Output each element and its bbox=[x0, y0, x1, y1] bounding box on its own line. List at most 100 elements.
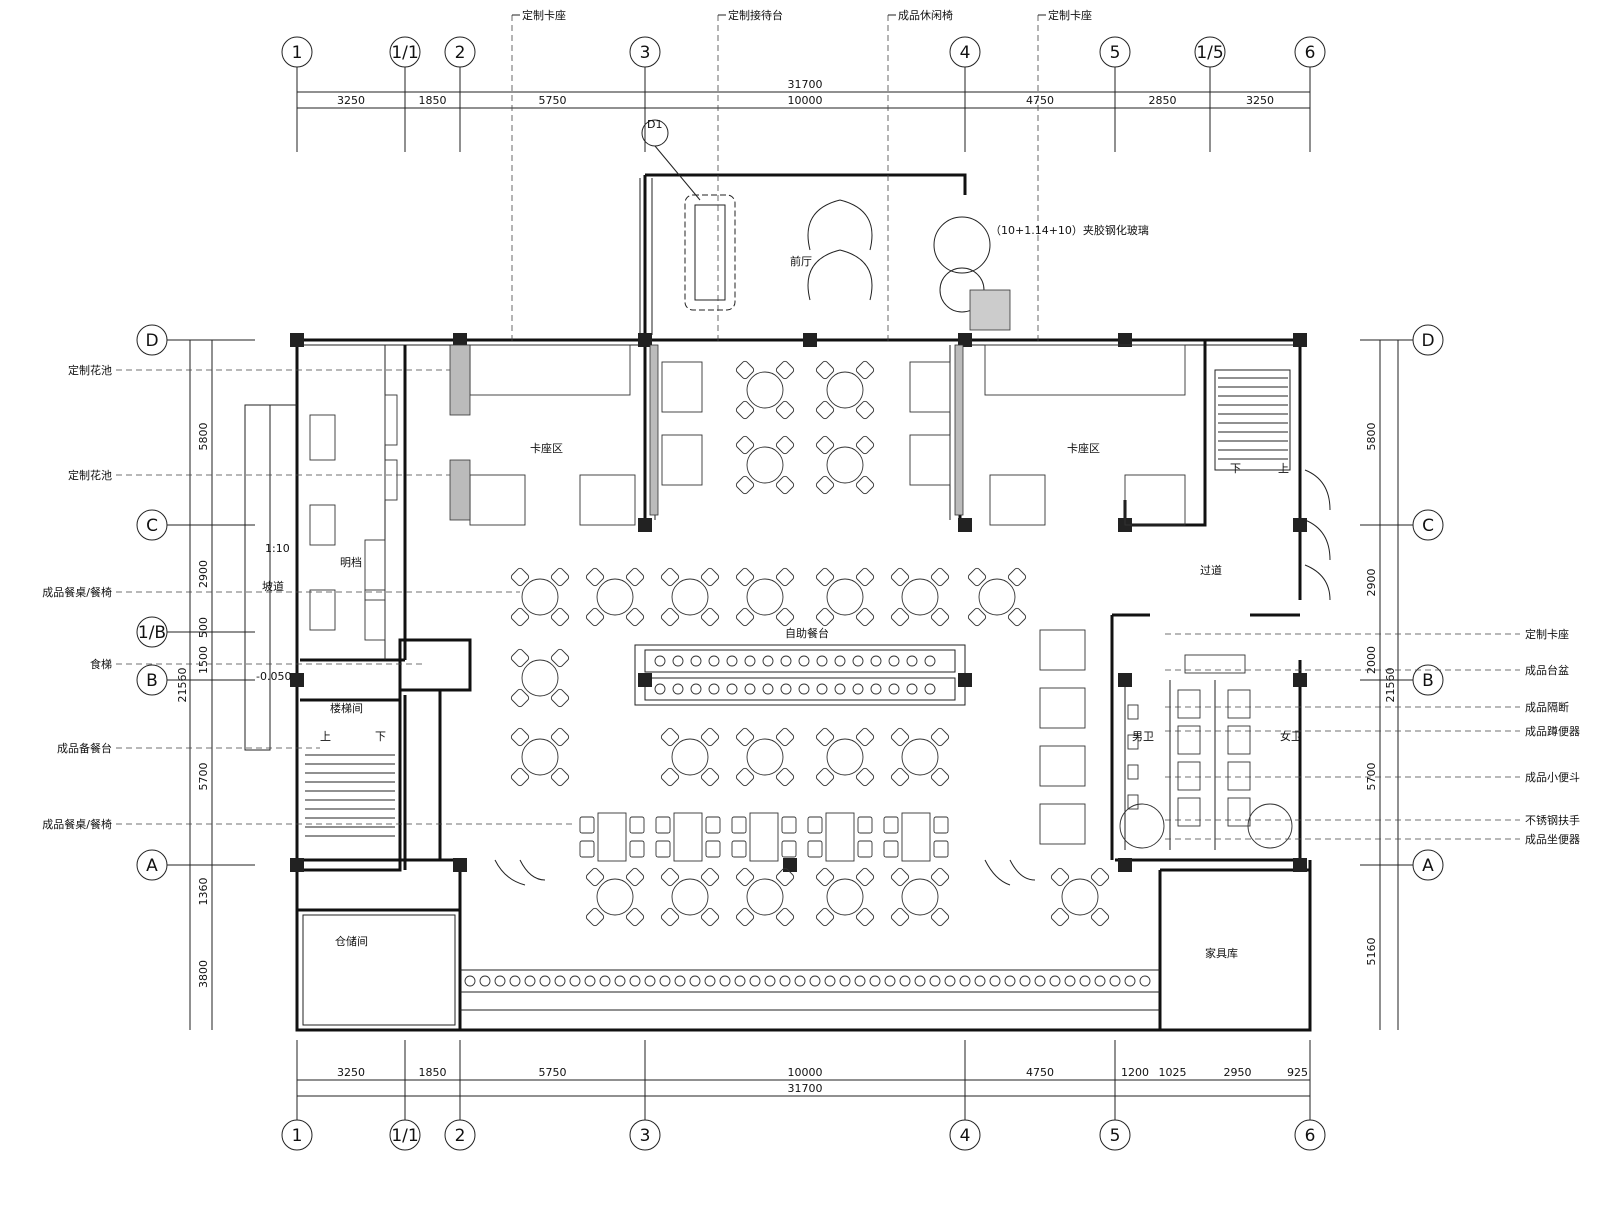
chair bbox=[815, 360, 835, 380]
dim-right-segment: 2900 bbox=[1365, 569, 1378, 597]
chair bbox=[625, 867, 645, 887]
chair bbox=[855, 435, 875, 455]
buffet-dish bbox=[744, 655, 756, 667]
chair bbox=[629, 840, 645, 858]
round-table bbox=[746, 446, 784, 484]
chair bbox=[735, 567, 755, 587]
chair bbox=[625, 907, 645, 927]
grid-label-bottom: 3 bbox=[640, 1126, 651, 1146]
chair bbox=[550, 688, 570, 708]
planter-shrub bbox=[824, 975, 836, 987]
buffet-dish bbox=[888, 655, 900, 667]
chair bbox=[550, 567, 570, 587]
planter-shrub bbox=[689, 975, 701, 987]
buffet-dish bbox=[906, 655, 918, 667]
buffet-dish bbox=[690, 683, 702, 695]
chair bbox=[700, 567, 720, 587]
chair bbox=[585, 907, 605, 927]
squat-toilet bbox=[1177, 797, 1201, 827]
planter-shrub bbox=[719, 975, 731, 987]
squat-toilet bbox=[1177, 689, 1201, 719]
booth-seat bbox=[1039, 629, 1086, 671]
planter-shrub bbox=[524, 975, 536, 987]
planter-shrub bbox=[944, 975, 956, 987]
planter-shrub bbox=[914, 975, 926, 987]
dining-table bbox=[825, 812, 855, 862]
dining-table bbox=[909, 361, 951, 413]
buffet-dish bbox=[726, 683, 738, 695]
planter-shrub bbox=[569, 975, 581, 987]
planter-shrub bbox=[479, 975, 491, 987]
chair bbox=[775, 727, 795, 747]
buffet-dish bbox=[708, 655, 720, 667]
round-table bbox=[746, 578, 784, 616]
accessible-toilet bbox=[1119, 803, 1165, 849]
chair bbox=[510, 607, 530, 627]
dim-left-segment: 2900 bbox=[197, 560, 210, 588]
chair bbox=[815, 607, 835, 627]
chair bbox=[855, 360, 875, 380]
chair bbox=[855, 400, 875, 420]
round-table bbox=[671, 738, 709, 776]
chair bbox=[815, 767, 835, 787]
chair bbox=[855, 475, 875, 495]
chair bbox=[700, 727, 720, 747]
planter-shrub bbox=[869, 975, 881, 987]
dim-bottom-segment: 5750 bbox=[539, 1066, 567, 1079]
callout-left: 成品餐桌/餐椅 bbox=[42, 585, 112, 599]
chair bbox=[700, 867, 720, 887]
squat-toilet bbox=[1227, 797, 1251, 827]
callout-left: 成品餐桌/餐椅 bbox=[42, 817, 112, 831]
chair bbox=[883, 816, 899, 834]
planter bbox=[449, 344, 471, 416]
chair bbox=[930, 567, 950, 587]
chair bbox=[731, 816, 747, 834]
dining-table bbox=[597, 812, 627, 862]
chair bbox=[890, 727, 910, 747]
planter-shrub bbox=[509, 975, 521, 987]
round-table bbox=[826, 578, 864, 616]
planter-shrub bbox=[659, 975, 671, 987]
buffet-dish bbox=[744, 683, 756, 695]
round-table bbox=[596, 578, 634, 616]
buffet-dish bbox=[672, 683, 684, 695]
chair bbox=[933, 840, 949, 858]
chair bbox=[1007, 567, 1027, 587]
chair bbox=[967, 567, 987, 587]
dim-bottom-segment: 4750 bbox=[1026, 1066, 1054, 1079]
planter-shrub bbox=[929, 975, 941, 987]
planter-shrub bbox=[539, 975, 551, 987]
grid-label-bottom: 4 bbox=[960, 1126, 971, 1146]
planter-shrub bbox=[989, 975, 1001, 987]
round-table bbox=[978, 578, 1016, 616]
dim-top-segment: 1850 bbox=[419, 94, 447, 107]
chair bbox=[1090, 867, 1110, 887]
booth-seat bbox=[984, 344, 1186, 396]
chair bbox=[550, 607, 570, 627]
chair bbox=[890, 767, 910, 787]
dim-right-total: 21560 bbox=[1384, 668, 1397, 703]
callout-top: 定制卡座 bbox=[1048, 8, 1092, 22]
grid-label-bottom: 1/1 bbox=[391, 1126, 418, 1146]
structural-column bbox=[290, 333, 304, 347]
buffet-dish bbox=[816, 655, 828, 667]
buffet-dish bbox=[654, 655, 666, 667]
chair bbox=[1050, 907, 1070, 927]
grid-label-bottom: 1 bbox=[292, 1126, 303, 1146]
chair bbox=[735, 907, 755, 927]
buffet-dish bbox=[708, 683, 720, 695]
chair bbox=[550, 727, 570, 747]
grid-label-bottom: 2 bbox=[455, 1126, 466, 1146]
buffet-dish bbox=[798, 683, 810, 695]
buffet-dish bbox=[834, 683, 846, 695]
planter-shrub bbox=[1124, 975, 1136, 987]
planter-shrub bbox=[794, 975, 806, 987]
chair bbox=[700, 607, 720, 627]
planter-shrub bbox=[809, 975, 821, 987]
entrance-doors bbox=[807, 199, 1011, 331]
dim-top-segment: 3250 bbox=[1246, 94, 1274, 107]
round-table bbox=[901, 738, 939, 776]
